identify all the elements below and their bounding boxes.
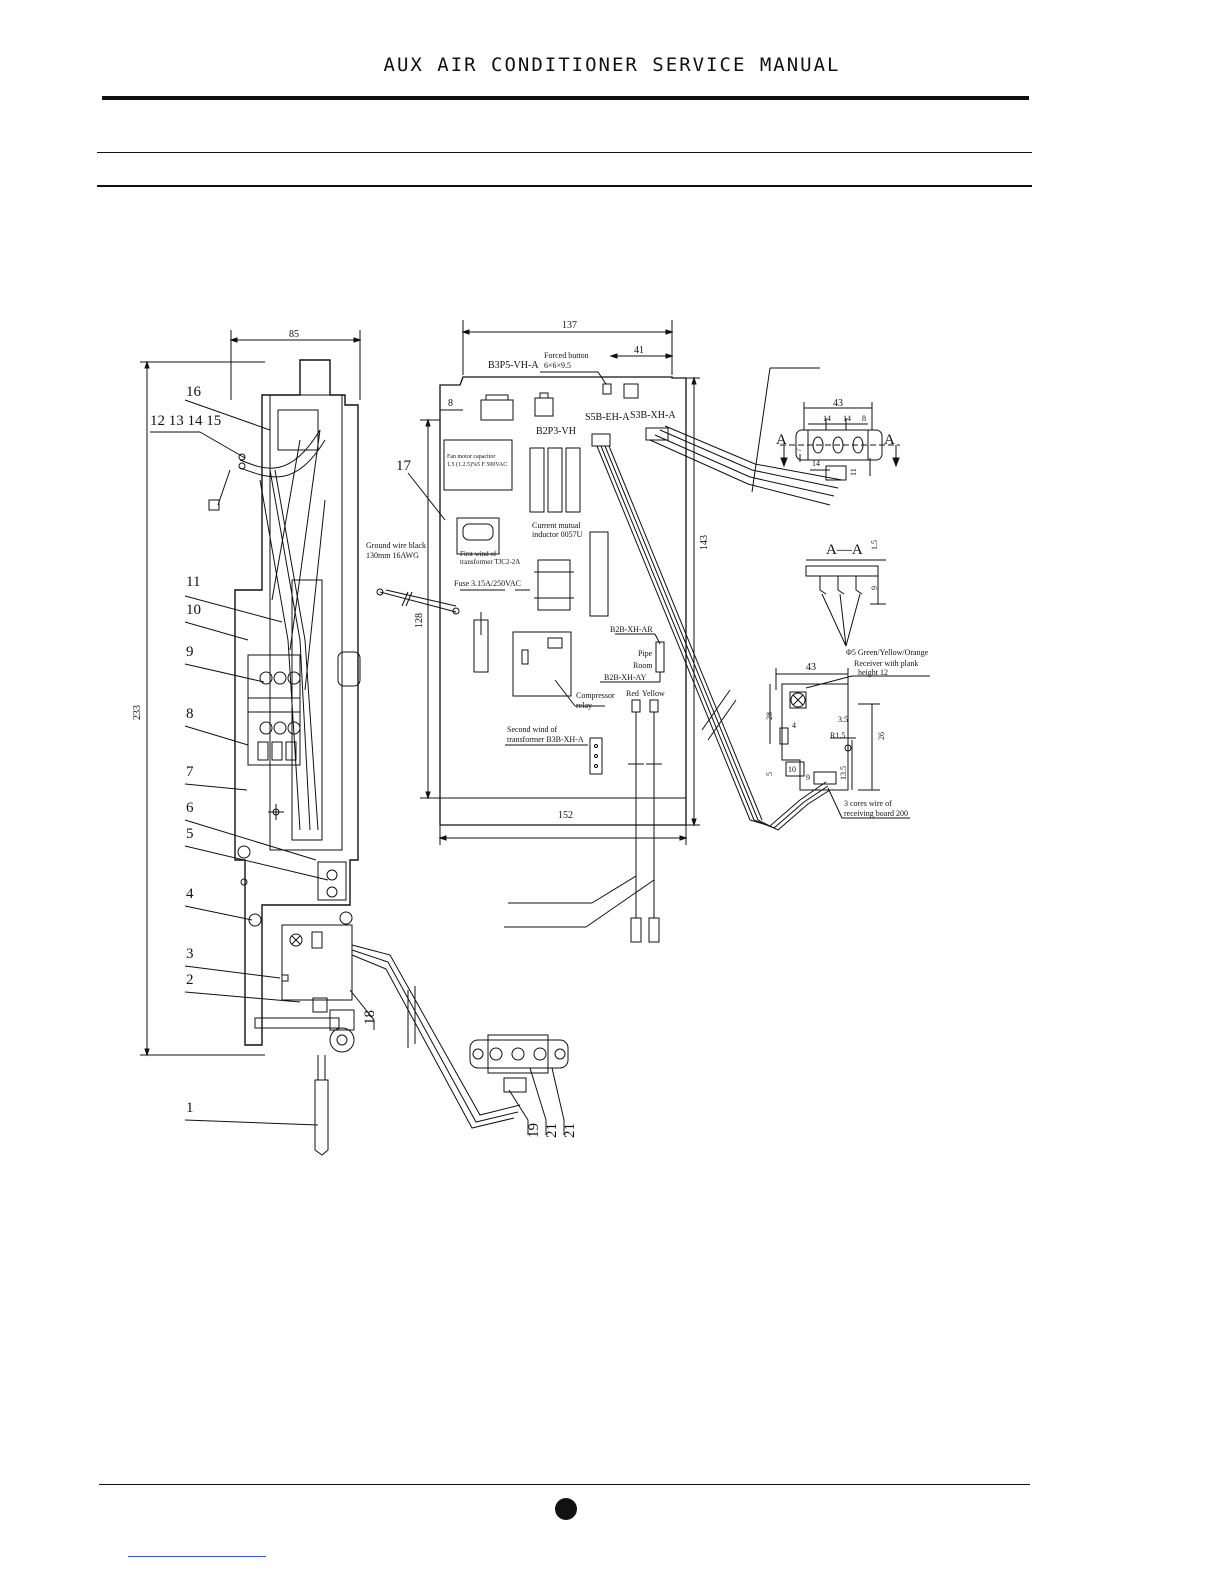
dim-8-b: 8 [862,414,866,423]
dim-8: 8 [448,398,453,409]
label-first-wind-2: transformer TJC2-2A [460,558,520,566]
label-cores-2: receiving board 200 [844,809,908,818]
label-s3b: S3B-XH-A [630,410,676,421]
label-compressor-2: relay [576,701,592,710]
callout-4: 4 [186,886,194,902]
callout-16: 16 [186,384,202,400]
dim-41: 41 [634,345,644,356]
callout-7: 7 [186,764,194,780]
callout-8: 8 [186,706,194,722]
dim-14-c: 14 [812,459,820,468]
page-header-title: AUX AIR CONDITIONER SERVICE MANUAL [383,54,841,76]
section-view-aa [805,559,886,647]
pcb-layout [376,320,700,943]
dim-r1-5: R1.5 [830,731,845,740]
callout-3: 3 [186,946,194,962]
connector-detail-top [751,367,900,493]
callout-12-15: 12 13 14 15 [150,413,221,429]
label-second-wind-2: transformer B3B-XH-A [507,735,584,744]
label-compressor-1: Compressor [576,691,615,700]
dim-85: 85 [289,329,299,340]
dim-143: 143 [699,535,710,550]
label-current-1: Current mutual [532,521,581,530]
dim-10: 10 [788,765,796,774]
dim-1-5: 1.5 [870,540,879,550]
diagram-text: 85 233 137 41 8 143 128 152 43 14 14 8 7… [132,320,929,1138]
header-rule-thick [102,96,1029,100]
dim-9: 9 [870,586,879,590]
label-ground-2: 130mm 16AWG [366,551,419,560]
wiring-harness [596,425,843,831]
label-ground-1: Ground wire black [366,541,426,550]
label-phi5-colors: Φ5 Green/Yellow/Orange [846,648,929,657]
label-red: Red [626,689,639,698]
label-b2p3: B2P3-VH [536,426,576,437]
label-b2b-ay: B2B-XH-AY [604,673,647,682]
callout-1: 1 [186,1100,194,1116]
callout-10: 10 [186,602,201,618]
dim-3-5: 3.5 [838,715,848,724]
dim-5: 5 [765,772,774,776]
side-assembly-view [140,330,569,1156]
label-yellow: Yellow [642,689,665,698]
label-pipe: Pipe [638,649,653,658]
callout-17: 17 [396,458,412,474]
callout-5: 5 [186,826,194,842]
header-rule-thin-1 [97,152,1032,153]
footer-rule [99,1484,1030,1485]
label-fan-capacitor-1: Fan motor capacitor [447,454,495,460]
callout-2: 2 [186,972,194,988]
dim-28: 28 [765,712,774,720]
label-room: Room [633,661,653,670]
dim-7: 7 [794,448,803,452]
label-section-a-left: A [776,432,787,448]
dim-14-a: 14 [823,414,831,423]
label-current-2: inductor 0057U [532,530,583,539]
dim-137: 137 [562,320,577,331]
header-rule-thin-2 [97,185,1032,187]
dim-152: 152 [558,810,573,821]
dim-9-b: 9 [806,773,810,782]
receiver-board-detail [769,668,930,819]
label-b3p5: B3P5-VH-A [488,360,539,371]
callout-6: 6 [186,800,194,816]
callout-21-b: 21 [562,1123,578,1138]
label-cores-1: 3 cores wire of [844,799,892,808]
dim-26: 26 [877,732,886,740]
label-s5b: S5B-EH-A [585,412,630,423]
callout-21-a: 21 [544,1123,560,1138]
dim-14-b: 14 [843,414,851,423]
dim-4: 4 [792,721,796,730]
pcb-label-leaders [460,371,661,746]
label-receiver-1: Receiver with plank [854,659,918,668]
label-section-a-right: A [884,432,895,448]
label-forced-button: Forced button [544,351,589,360]
dim-233: 233 [132,705,143,720]
label-fuse: Fuse 3.15A/250VAC [454,579,521,588]
footer-link-underline [128,1556,266,1557]
label-second-wind-1: Second wind of [507,725,558,734]
dim-128: 128 [414,613,425,628]
label-fan-capacitor-2: 1.5 (1.2.5)%5 F 500VAC [447,461,507,468]
label-first-wind-1: First wind of [460,550,497,558]
label-b2b-ar: B2B-XH-AR [610,625,653,634]
label-section-aa: A—A [826,542,863,558]
dim-43-top: 43 [833,398,843,409]
callout-18: 18 [362,1010,378,1025]
side-callout-leaders [150,399,565,1135]
label-receiver-2: height 12 [858,668,888,677]
callout-9: 9 [186,644,194,660]
dim-43-receiver: 43 [806,662,816,673]
callout-11: 11 [186,574,200,590]
page-number-dot [555,1498,577,1520]
callout-19: 19 [526,1123,542,1138]
dim-13-5: 13.5 [839,766,848,780]
dim-11: 11 [849,468,858,476]
label-forced-size: 6×6×9.5 [544,361,571,370]
